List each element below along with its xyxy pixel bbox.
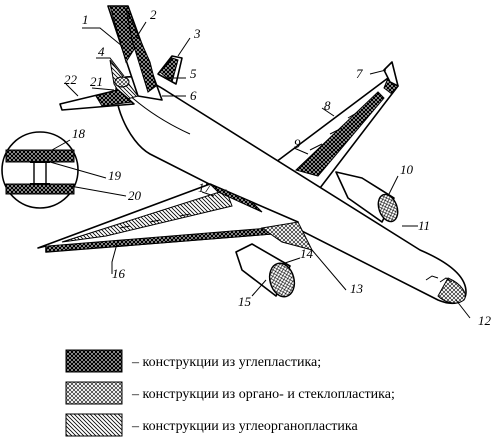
callout-20: 20 [128,188,142,203]
fuselage [115,76,467,305]
callout-7: 7 [356,66,363,81]
legend-label-organo: – конструкции из органо- и стеклопластик… [131,387,395,402]
legend-swatch-organo [65,381,123,405]
left-engine [235,243,296,298]
left-wing [37,183,299,253]
leader-lines [49,21,471,319]
callout-9: 9 [294,136,301,151]
legend-item-hybrid: – конструкции из углеорганопластика [65,413,358,437]
callout-10: 10 [400,162,414,177]
callout-19: 19 [108,168,122,183]
right-winglet [383,61,399,87]
right-wing [267,77,399,189]
right-engine [335,171,399,223]
left-horizontal-stabilizer [59,89,135,111]
callout-2: 2 [150,7,157,22]
legend-swatch-carbon [65,349,123,373]
callout-18: 18 [72,126,86,141]
right-horizontal-stabilizer [157,55,183,85]
callout-16: 16 [112,266,126,281]
callout-11: 11 [418,218,430,233]
callout-13: 13 [350,281,364,296]
callout-1: 1 [82,12,89,27]
tail-cone [114,76,130,88]
callout-6: 6 [190,88,197,103]
section-detail [1,131,79,209]
callout-15: 15 [238,294,252,309]
legend-label-carbon: – конструкции из углепластика; [131,355,321,370]
callout-labels: 1 2 3 4 5 6 7 8 9 10 11 12 13 14 15 16 1… [64,7,492,328]
legend-item-carbon: – конструкции из углепластика; [65,349,321,373]
legend-item-organo: – конструкции из органо- и стеклопластик… [65,381,395,405]
legend: – конструкции из углепластика; – констру… [65,349,395,437]
callout-21: 21 [90,74,103,89]
legend-swatch-hybrid [65,413,123,437]
legend-label-hybrid: – конструкции из углеорганопластика [131,419,358,434]
callout-3: 3 [193,26,201,41]
callout-12: 12 [478,313,492,328]
callout-8: 8 [324,98,331,113]
callout-17: 17 [198,180,212,195]
callout-22: 22 [64,72,78,87]
callout-5: 5 [190,66,197,81]
callout-14: 14 [300,246,314,261]
callout-4: 4 [98,44,105,59]
